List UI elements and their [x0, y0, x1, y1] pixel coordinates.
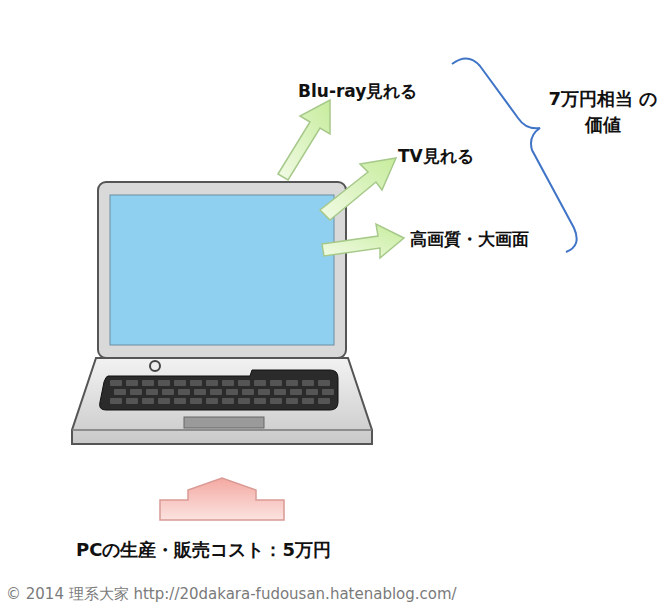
touchpad [184, 417, 264, 428]
feature-label: TV見れる [398, 145, 474, 168]
key [302, 398, 314, 404]
key [254, 398, 266, 404]
laptop-base [72, 358, 372, 444]
key [130, 389, 142, 395]
copyright-watermark: © 2014 理系大家 http://20dakara-fudousan.hat… [6, 585, 457, 604]
key [238, 380, 250, 386]
key [226, 389, 238, 395]
key [318, 398, 330, 404]
key [190, 380, 202, 386]
feature-label: Blu-ray見れる [298, 80, 417, 103]
key [178, 389, 190, 395]
key [158, 380, 170, 386]
key [142, 398, 154, 404]
key [174, 380, 186, 386]
key [306, 389, 318, 395]
feature-arrow [278, 100, 330, 180]
key [318, 380, 330, 386]
key [254, 380, 266, 386]
key [302, 380, 314, 386]
key [286, 398, 298, 404]
key [206, 398, 218, 404]
value-label: 7万円相当 の価値 [548, 86, 658, 138]
laptop-lid [98, 182, 346, 358]
key [242, 389, 254, 395]
key [258, 389, 270, 395]
key [270, 380, 282, 386]
key [174, 398, 186, 404]
key [146, 389, 158, 395]
key [194, 389, 206, 395]
key [110, 398, 122, 404]
key [274, 389, 286, 395]
feature-arrow [320, 158, 396, 220]
keyboard [100, 370, 338, 410]
key [290, 389, 302, 395]
key [238, 398, 250, 404]
key [158, 398, 170, 404]
key [126, 380, 138, 386]
key [270, 398, 282, 404]
cost-label: PCの生産・販売コスト：5万円 [76, 538, 331, 562]
key [222, 398, 234, 404]
key [126, 398, 138, 404]
power-button [150, 361, 160, 371]
key [206, 380, 218, 386]
key [222, 380, 234, 386]
key [142, 380, 154, 386]
key [110, 380, 122, 386]
key [322, 389, 334, 395]
cost-arrow [160, 478, 284, 520]
key [286, 380, 298, 386]
feature-arrow [322, 224, 404, 258]
key [210, 389, 222, 395]
key [162, 389, 174, 395]
key [114, 389, 126, 395]
laptop-screen [110, 195, 334, 345]
feature-label: 高画質・大画面 [410, 228, 529, 251]
key [190, 398, 202, 404]
